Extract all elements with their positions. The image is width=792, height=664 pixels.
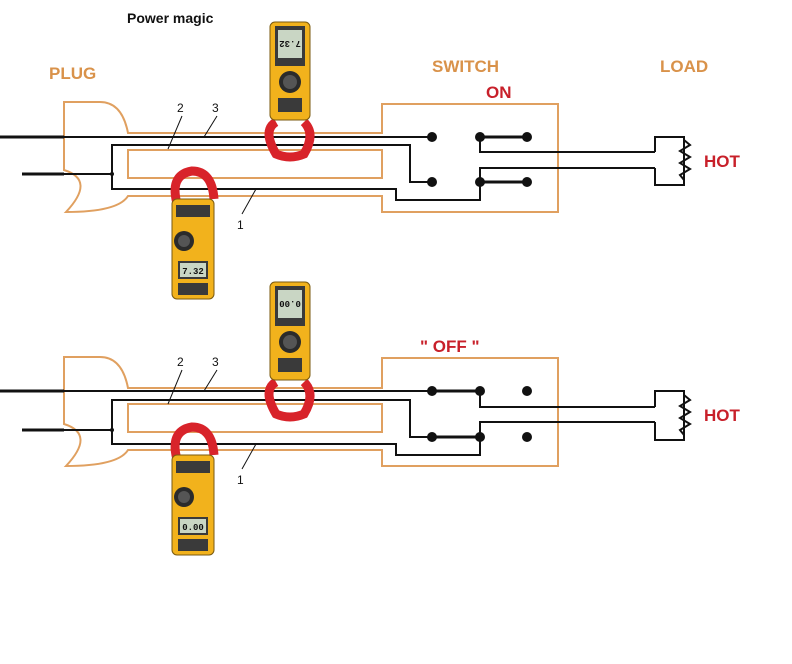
wire-number-2-bottom: 2 — [177, 355, 184, 369]
hot-label-top: HOT — [704, 152, 741, 171]
wire-number-2-top: 2 — [177, 101, 184, 115]
wire-number-3-top: 3 — [212, 101, 219, 115]
wire-to-load-bottom-b — [479, 421, 655, 437]
load-frame-bottom — [654, 390, 685, 441]
clamp-meter-top-lower: 7.32 — [170, 166, 219, 300]
switch-contact-bottom-f — [522, 432, 532, 442]
cord-channel-top — [127, 149, 383, 179]
meter-display-bottom-upper: 0.00 — [279, 298, 301, 308]
resistor-icon — [678, 394, 692, 436]
hot-label-bottom: HOT — [704, 406, 741, 425]
diagram-off: HOT " OFF " 2 3 1 0.00 0.00 — [0, 281, 741, 556]
load-label: LOAD — [660, 57, 708, 76]
wire-number-3-bottom: 3 — [212, 355, 219, 369]
wire-to-load-bottom-a — [479, 391, 655, 408]
wire-number-1-top: 1 — [237, 218, 244, 232]
plug-label: PLUG — [49, 64, 96, 83]
wire-loop-bottom — [64, 399, 432, 438]
cord-channel-bottom — [127, 403, 383, 433]
diagram-on: HOT ON 2 3 1 7.32 7.32 — [0, 21, 741, 300]
wire-to-load-top-a — [479, 137, 655, 153]
off-label: " OFF " — [420, 337, 480, 356]
plug-housing-top — [63, 101, 559, 214]
on-label: ON — [486, 83, 512, 102]
wire-return-top — [111, 174, 481, 201]
wire-loop-top — [64, 144, 432, 183]
switch-contact-top-d — [427, 177, 437, 187]
wire-to-load-top-b — [479, 167, 655, 182]
clamp-meter-bottom-upper: 0.00 — [264, 281, 315, 422]
resistor-icon — [678, 139, 692, 181]
meter-display-bottom-lower: 0.00 — [182, 523, 204, 533]
load-frame-top — [654, 136, 685, 186]
meter-display-top-upper: 7.32 — [279, 38, 301, 48]
wire-number-1-bottom: 1 — [237, 473, 244, 487]
plug-housing-bottom — [63, 356, 559, 468]
wire-return-bottom — [111, 430, 481, 456]
clamp-meter-bottom-lower: 0.00 — [170, 422, 219, 556]
switch-contact-bottom-c — [522, 386, 532, 396]
diagram-title: Power magic — [127, 10, 214, 26]
meter-display-top-lower: 7.32 — [182, 267, 204, 277]
switch-contact-top-a — [427, 132, 437, 142]
switch-label: SWITCH — [432, 57, 499, 76]
clamp-meter-top-upper: 7.32 — [264, 21, 315, 162]
